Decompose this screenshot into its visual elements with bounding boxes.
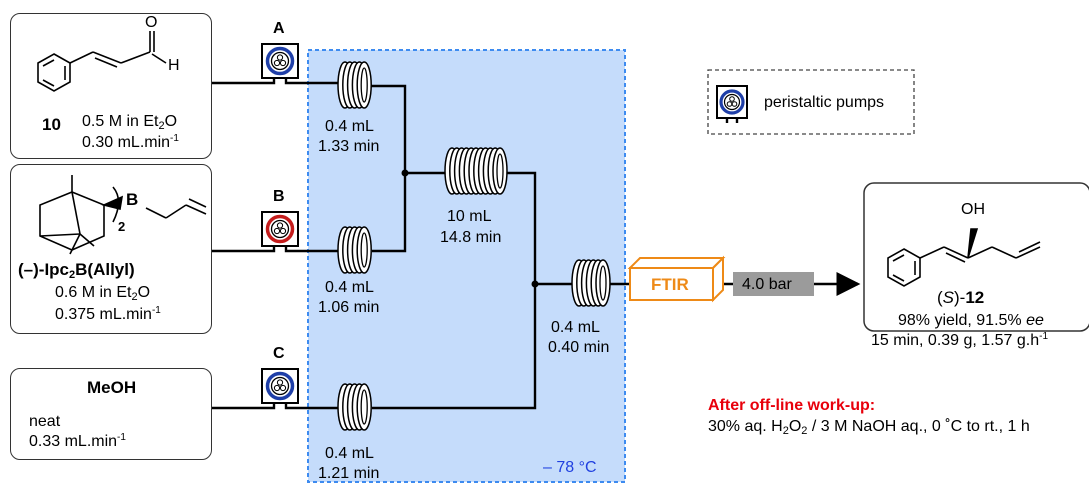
methanol-name: MeOH (87, 378, 137, 397)
borane-flow-rate: 0.375 mL.min-1 (55, 305, 161, 324)
workup-title: After off-line work-up: (708, 397, 876, 414)
conc-text: 0.6 M in Et (55, 284, 132, 301)
flow-text: 0.375 mL.min (55, 306, 152, 323)
coil-3 (337, 383, 372, 431)
product-yield: 98% yield, 91.5% ee (898, 311, 1044, 330)
flow-sup: -1 (151, 305, 161, 316)
workup-sub2: 2 (801, 425, 808, 437)
product-structure (887, 228, 1041, 287)
coil-core (360, 232, 368, 268)
coil-2-volume: 0.4 mL (325, 279, 374, 296)
ee-label: ee (1026, 312, 1044, 329)
pump-a-label: A (273, 20, 285, 37)
coil-loop (356, 226, 372, 274)
reagent-box-methanol (10, 368, 212, 460)
reagent-box-aldehyde (10, 13, 212, 159)
coil-1-time: 1.33 min (318, 138, 380, 155)
paren-open: ( (937, 288, 943, 307)
flow-sup: -1 (170, 133, 179, 144)
borane-concentration: 0.6 M in Et2O (55, 283, 151, 303)
aldehyde-concentration: 0.5 M in Et2O (82, 112, 178, 132)
legend-pump-icon (716, 85, 748, 123)
junction-dot (401, 169, 409, 177)
pump-c (261, 368, 299, 410)
coil-4 (444, 147, 508, 195)
ligand-count-label: 2 (118, 219, 126, 234)
flow-sup: -1 (117, 432, 126, 443)
coil-4-time: 14.8 min (440, 229, 502, 246)
coil-core (360, 67, 368, 103)
coil-1-volume: 0.4 mL (325, 118, 374, 135)
coil-core (599, 265, 607, 301)
coil-loop (595, 259, 611, 307)
coil-4-volume: 10 mL (447, 208, 492, 225)
coil-loop (492, 147, 508, 195)
coil-core (360, 389, 368, 425)
coil-5 (571, 259, 611, 307)
coil-loop (356, 383, 372, 431)
ipc-borane-structure (39, 175, 207, 255)
conc-suffix: O (137, 284, 151, 301)
yield-text: 98% yield, 91.5% (898, 312, 1027, 329)
coil-2 (337, 226, 372, 274)
product-box (863, 182, 1089, 332)
coil-5-volume: 0.4 mL (551, 319, 600, 336)
coil-2-time: 1.06 min (318, 299, 380, 316)
productivity-text: 15 min, 0.39 g, 1.57 g.h (871, 332, 1040, 349)
workup-part3: / 3 M NaOH aq., 0 ˚C to rt., 1 h (807, 418, 1030, 435)
pressure-regulator (733, 272, 814, 296)
aldehyde-hydrogen-label: H (168, 57, 180, 74)
coil-loop (356, 61, 372, 109)
product-productivity: 15 min, 0.39 g, 1.57 g.h-1 (871, 331, 1048, 350)
coil-5-time: 0.40 min (548, 339, 610, 356)
workup-part1: 30% aq. H (708, 418, 783, 435)
name-text: (–)-Ipc (18, 260, 69, 279)
pump-c-label: C (273, 345, 285, 362)
methanol-conc: neat (29, 413, 61, 430)
boron-label: B (126, 190, 139, 209)
conc-sub: 2 (131, 291, 138, 303)
tubing (212, 81, 861, 410)
cinnamaldehyde-structure (37, 31, 167, 92)
name-sub: 2 (69, 269, 76, 281)
borane-name: (–)-Ipc2B(Allyl) (18, 260, 135, 281)
methanol-flow-rate: 0.33 mL.min-1 (29, 432, 126, 451)
name-suffix: B(Allyl) (75, 260, 135, 279)
legend-label: peristaltic pumps (764, 94, 885, 111)
workup-conditions: 30% aq. H2O2 / 3 M NaOH aq., 0 ˚C to rt.… (708, 417, 1030, 437)
pump-b (261, 211, 299, 253)
product-name: (S)-12 (937, 288, 984, 307)
flow-text: 0.30 mL.min (82, 134, 171, 151)
ftir-box (627, 255, 726, 303)
compound-number: 12 (965, 288, 985, 307)
conc-text: 0.5 M in Et (82, 113, 159, 130)
coil-3-volume: 0.4 mL (325, 445, 374, 462)
productivity-sup: -1 (1039, 331, 1049, 342)
pressure-label: 4.0 bar (742, 276, 792, 293)
workup-part2: O (788, 418, 802, 435)
compound-number-10: 10 (42, 115, 61, 134)
flow-text: 0.33 mL.min (29, 433, 118, 450)
conc-sub: 2 (158, 120, 165, 132)
aldehyde-oxygen-label: O (145, 14, 158, 31)
pump-b-label: B (273, 188, 285, 205)
temperature-label: – 78 °C (543, 459, 597, 476)
coil-3-time: 1.21 min (318, 465, 380, 482)
stereo-descriptor: S (942, 288, 955, 307)
reagent-box-borane (10, 164, 212, 334)
pump-a (261, 43, 299, 85)
coil-core (496, 153, 504, 189)
workup-sub1: 2 (782, 425, 789, 437)
coil-1 (337, 61, 372, 109)
paren-close: )- (954, 288, 966, 307)
ftir-label: FTIR (651, 275, 689, 294)
product-oh-label: OH (961, 201, 985, 218)
conc-suffix: O (164, 113, 178, 130)
junction-dot (531, 280, 539, 288)
aldehyde-flow-rate: 0.30 mL.min-1 (82, 133, 179, 152)
